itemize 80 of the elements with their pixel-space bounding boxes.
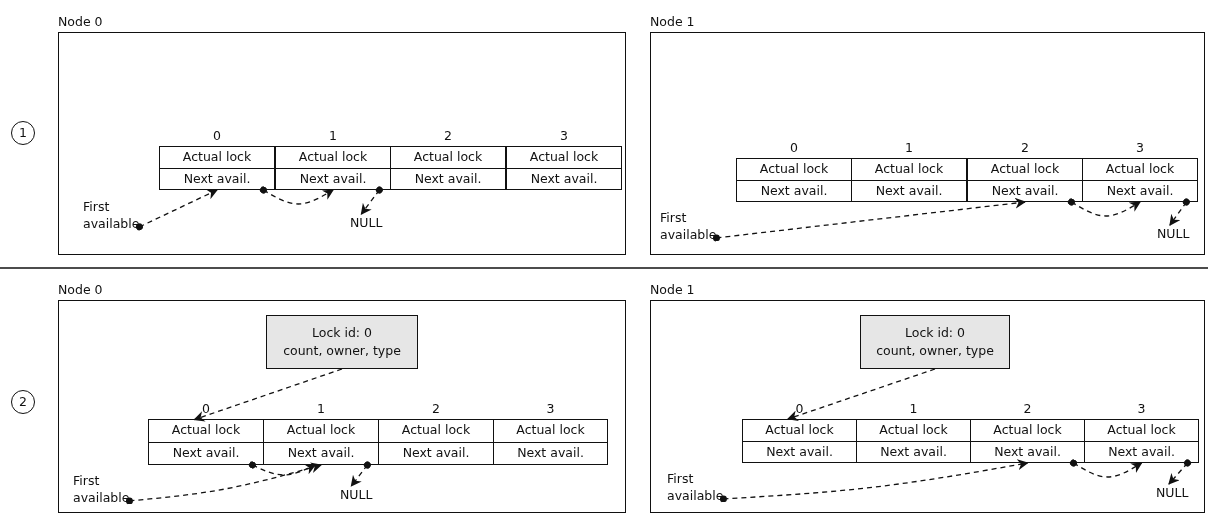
panel-title: Node 1 bbox=[650, 282, 695, 297]
lock-info-box bbox=[860, 315, 1010, 369]
table-cell-text: Actual lock bbox=[181, 148, 253, 166]
table-cell-text: Actual lock bbox=[878, 421, 949, 439]
table-cell-text: Actual lock bbox=[992, 421, 1063, 439]
pointer-label: First available bbox=[83, 198, 140, 232]
lock-info-box bbox=[266, 315, 418, 369]
pointer-arrow bbox=[193, 368, 343, 422]
pointer-label: First available bbox=[660, 209, 717, 243]
table-cell: Next avail. bbox=[494, 442, 607, 464]
slot-index: 0 bbox=[202, 401, 210, 416]
table-cell: Next avail. bbox=[264, 442, 378, 464]
panel-title: Node 1 bbox=[650, 14, 695, 29]
table-cell: Next avail. bbox=[1083, 180, 1197, 201]
table-cell: Next avail. bbox=[276, 168, 390, 189]
table-cell-text: Actual lock bbox=[873, 160, 945, 178]
table-cell-text: Actual lock bbox=[1106, 421, 1177, 439]
slot-index: 0 bbox=[213, 128, 221, 143]
slot-index: 3 bbox=[1136, 140, 1144, 155]
table-cell: Next avail. bbox=[968, 180, 1082, 201]
lock-info-text: count, owner, type bbox=[282, 342, 402, 360]
pointer-label: First available bbox=[73, 472, 130, 506]
pointer-arrow bbox=[248, 461, 317, 476]
slot-index: 1 bbox=[905, 140, 913, 155]
pointer-arrow bbox=[125, 462, 323, 505]
pointer-arrow bbox=[1168, 459, 1191, 485]
lock-info-text: count, owner, type bbox=[875, 342, 995, 360]
slot-index: 0 bbox=[795, 401, 804, 416]
slot-index: 1 bbox=[317, 401, 325, 416]
pointer-arrow bbox=[259, 186, 334, 205]
lock-info-text: Lock id: 0 bbox=[904, 324, 966, 342]
table-cell: Next avail. bbox=[743, 441, 856, 462]
table-cell-text: Actual lock bbox=[412, 148, 484, 166]
pointer-arrow bbox=[1169, 198, 1190, 226]
table-cell: Next avail. bbox=[160, 168, 274, 189]
pointer-arrow bbox=[1067, 198, 1141, 217]
table-cell: Next avail. bbox=[391, 168, 505, 189]
pointer-label: NULL bbox=[350, 214, 383, 231]
slot-index: 1 bbox=[329, 128, 337, 143]
table-cell: Next avail. bbox=[1085, 441, 1198, 462]
table-cell-text: Actual lock bbox=[285, 421, 357, 439]
table-cell-text: Actual lock bbox=[758, 160, 830, 178]
slot-index: 2 bbox=[432, 401, 440, 416]
table-cell: Next avail. bbox=[971, 441, 1084, 462]
pointer-arrow bbox=[135, 189, 218, 231]
pointer-label: NULL bbox=[1157, 225, 1190, 242]
slot-index: 2 bbox=[444, 128, 452, 143]
lock-info-text: Lock id: 0 bbox=[311, 324, 373, 342]
pointer-arrow bbox=[786, 368, 936, 421]
pointer-arrow bbox=[712, 197, 1027, 242]
pointer-arrow bbox=[1070, 459, 1143, 478]
table-cell-text: Actual lock bbox=[515, 421, 586, 439]
table-cell: Next avail. bbox=[857, 441, 970, 462]
table-cell: Next avail. bbox=[852, 180, 966, 201]
table-cell: Next avail. bbox=[507, 168, 621, 189]
slot-index: 1 bbox=[909, 401, 918, 416]
table-cell-text: Actual lock bbox=[764, 421, 835, 439]
slot-index: 0 bbox=[790, 140, 798, 155]
table-cell: Next avail. bbox=[379, 442, 493, 464]
slot-index: 3 bbox=[1137, 401, 1146, 416]
slot-index: 2 bbox=[1023, 401, 1032, 416]
pointer-arrow bbox=[350, 461, 371, 487]
pointer-arrow bbox=[360, 186, 383, 215]
table-cell-text: Actual lock bbox=[1104, 160, 1176, 178]
slot-index: 2 bbox=[1021, 140, 1029, 155]
slot-index: 3 bbox=[560, 128, 568, 143]
panel-title: Node 0 bbox=[58, 14, 103, 29]
table-cell-text: Actual lock bbox=[989, 160, 1061, 178]
table-cell: Next avail. bbox=[149, 442, 263, 464]
pointer-arrow bbox=[719, 459, 1029, 503]
pointer-label: NULL bbox=[340, 486, 373, 503]
slot-index: 3 bbox=[546, 401, 555, 416]
table-cell-text: Actual lock bbox=[400, 421, 472, 439]
table-cell-text: Actual lock bbox=[528, 148, 600, 166]
pointer-label: NULL bbox=[1156, 484, 1189, 501]
pointer-label: First available bbox=[667, 470, 724, 504]
table-cell-text: Actual lock bbox=[297, 148, 369, 166]
panel-title: Node 0 bbox=[58, 282, 103, 297]
table-cell-text: Actual lock bbox=[170, 421, 242, 439]
table-cell: Next avail. bbox=[737, 180, 851, 201]
